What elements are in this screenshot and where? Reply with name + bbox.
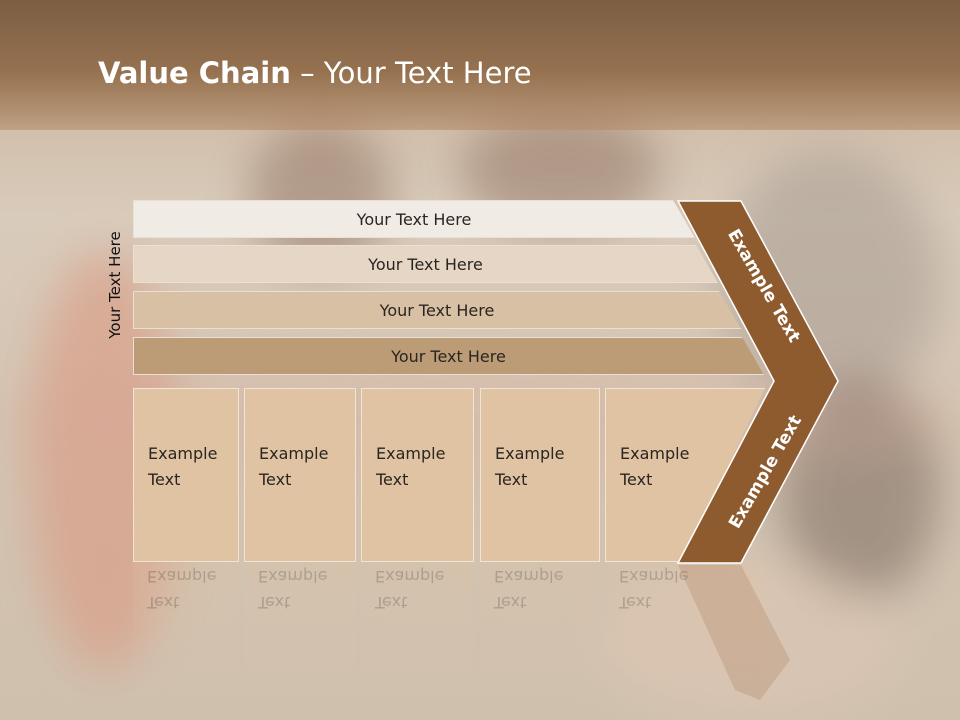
activity-box-3-line2: Text bbox=[376, 470, 409, 489]
activity-box-2-line2: Text bbox=[259, 470, 292, 489]
activity-box-5-line2: Text bbox=[620, 470, 653, 489]
band-1: Your Text Here bbox=[133, 200, 695, 238]
title-bold: Value Chain bbox=[98, 56, 291, 90]
activity-box-1-line1: Example bbox=[148, 444, 218, 463]
activity-box-4-line2: Text bbox=[495, 470, 528, 489]
slide-title: Value Chain – Your Text Here bbox=[98, 56, 532, 90]
chevron-reflection bbox=[678, 565, 790, 700]
activity-box-3-line1: Example bbox=[376, 444, 446, 463]
band-4: Your Text Here bbox=[133, 337, 764, 375]
activity-box-4-line1: Example bbox=[495, 444, 565, 463]
activity-box-5-line1: Example bbox=[620, 444, 690, 463]
activity-box-2-line1: Example bbox=[259, 444, 329, 463]
activity-box-1-line2: Text bbox=[148, 470, 181, 489]
title-rest: – Your Text Here bbox=[290, 56, 532, 90]
band-1-label: Your Text Here bbox=[356, 209, 472, 229]
title-bar bbox=[0, 0, 960, 130]
band-3-label: Your Text Here bbox=[379, 300, 495, 320]
band-3: Your Text Here bbox=[133, 291, 741, 329]
band-2: Your Text Here bbox=[133, 245, 718, 283]
band-2-label: Your Text Here bbox=[368, 254, 483, 274]
band-4-label: Your Text Here bbox=[391, 346, 506, 366]
chevron-arrow bbox=[676, 200, 839, 564]
